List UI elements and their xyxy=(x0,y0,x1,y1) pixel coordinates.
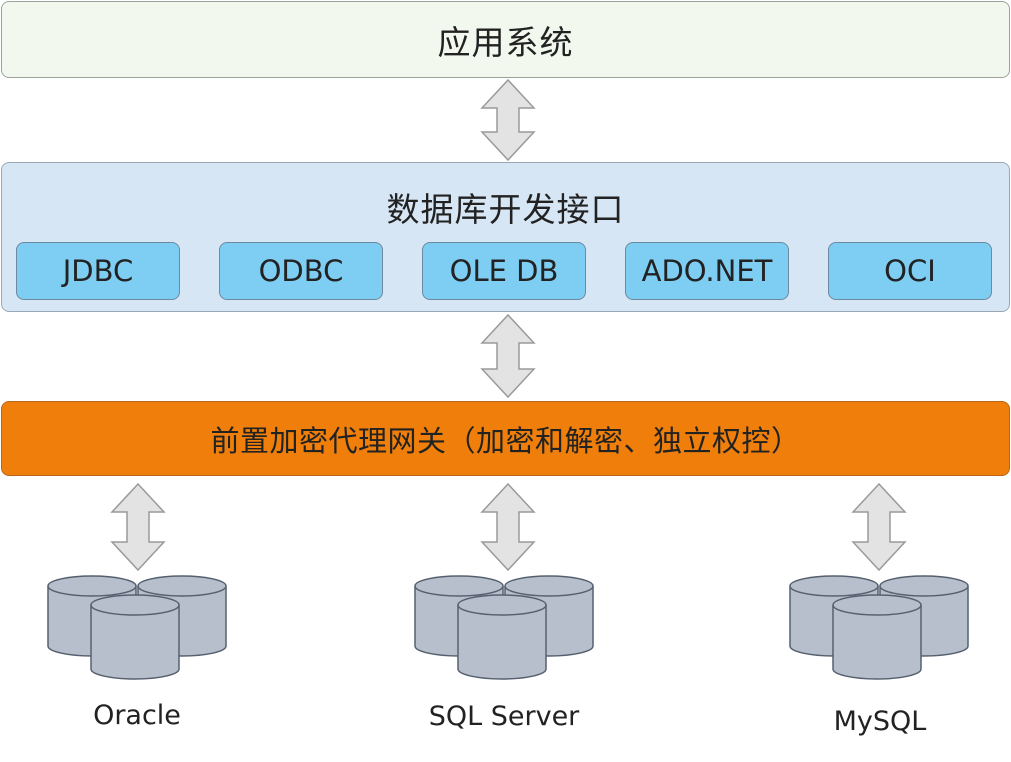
double-arrow-icon xyxy=(110,482,166,572)
encryption-gateway-label: 前置加密代理网关（加密和解密、独立权控） xyxy=(210,423,801,458)
database-label-mysql: MySQL xyxy=(833,706,927,737)
driver-ado-net: ADO.NET xyxy=(625,242,789,300)
double-arrow-icon xyxy=(851,482,907,572)
encryption-gateway-layer: 前置加密代理网关（加密和解密、独立权控） xyxy=(1,401,1010,476)
double-arrow-icon xyxy=(480,313,536,399)
driver-ole-db: OLE DB xyxy=(422,242,586,300)
driver-jdbc: JDBC xyxy=(16,242,180,300)
double-arrow-icon xyxy=(480,78,536,162)
database-label-oracle: Oracle xyxy=(93,700,181,731)
database-api-layer: 数据库开发接口 JDBC ODBC OLE DB ADO.NET OCI xyxy=(1,162,1010,312)
application-system-label: 应用系统 xyxy=(437,22,574,62)
double-arrow-icon xyxy=(480,482,536,572)
application-system-layer: 应用系统 xyxy=(1,1,1010,78)
sql-server-database-icon xyxy=(414,575,594,680)
mysql-database-icon xyxy=(789,575,969,680)
database-api-title: 数据库开发接口 xyxy=(386,190,625,229)
oracle-database-icon xyxy=(47,575,227,680)
driver-oci: OCI xyxy=(828,242,992,300)
database-label-sql-server: SQL Server xyxy=(428,701,580,732)
driver-odbc: ODBC xyxy=(219,242,383,300)
